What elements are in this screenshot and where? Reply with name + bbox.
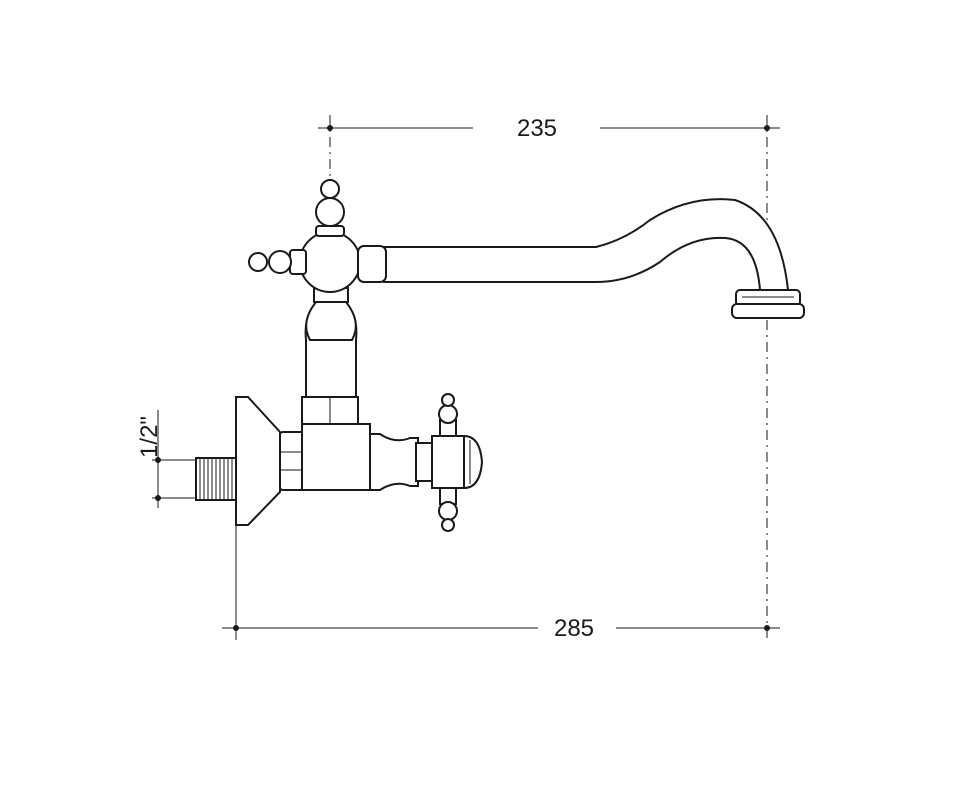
top-valve-head <box>248 179 387 293</box>
lever-knob <box>268 250 292 274</box>
bonnet-collar <box>415 442 433 482</box>
finial-lower <box>315 197 345 227</box>
dimension-285: 285 <box>222 320 780 642</box>
dimension-dot <box>233 625 239 631</box>
bonnet <box>369 433 419 491</box>
spout-connector <box>357 245 387 283</box>
spout <box>383 198 805 319</box>
valve-body <box>279 396 371 491</box>
aerator-bottom <box>731 303 805 319</box>
dimension-label-285: 285 <box>554 615 594 642</box>
riser-column <box>304 287 358 398</box>
handle-knob-bottom <box>438 501 458 521</box>
dimension-dot <box>155 457 161 463</box>
dimension-dot <box>764 125 770 131</box>
head-collar <box>315 225 345 237</box>
finial-top <box>320 179 340 199</box>
dimension-dot <box>327 125 333 131</box>
cross-handle-hub <box>431 435 465 489</box>
valve-head-ball <box>299 231 361 293</box>
dimension-label-thread: 1/2" <box>136 416 163 458</box>
hex-nut <box>279 431 305 491</box>
dimension-label-235: 235 <box>517 115 557 142</box>
dimension-dot <box>155 495 161 501</box>
lever-shaft <box>289 249 307 275</box>
riser-bulb <box>305 301 357 341</box>
dimension-dot <box>764 625 770 631</box>
threaded-inlet <box>195 457 237 501</box>
valve-housing <box>301 423 371 491</box>
dimension-thread: 1/2" <box>136 410 200 508</box>
dimension-235: 235 <box>318 115 780 290</box>
spout-tube <box>383 198 790 291</box>
wall-flange <box>235 396 281 526</box>
lever-knob-tip <box>248 252 268 272</box>
handle-cap <box>463 434 484 490</box>
side-valve <box>369 393 484 532</box>
handle-knob-top <box>438 404 458 424</box>
